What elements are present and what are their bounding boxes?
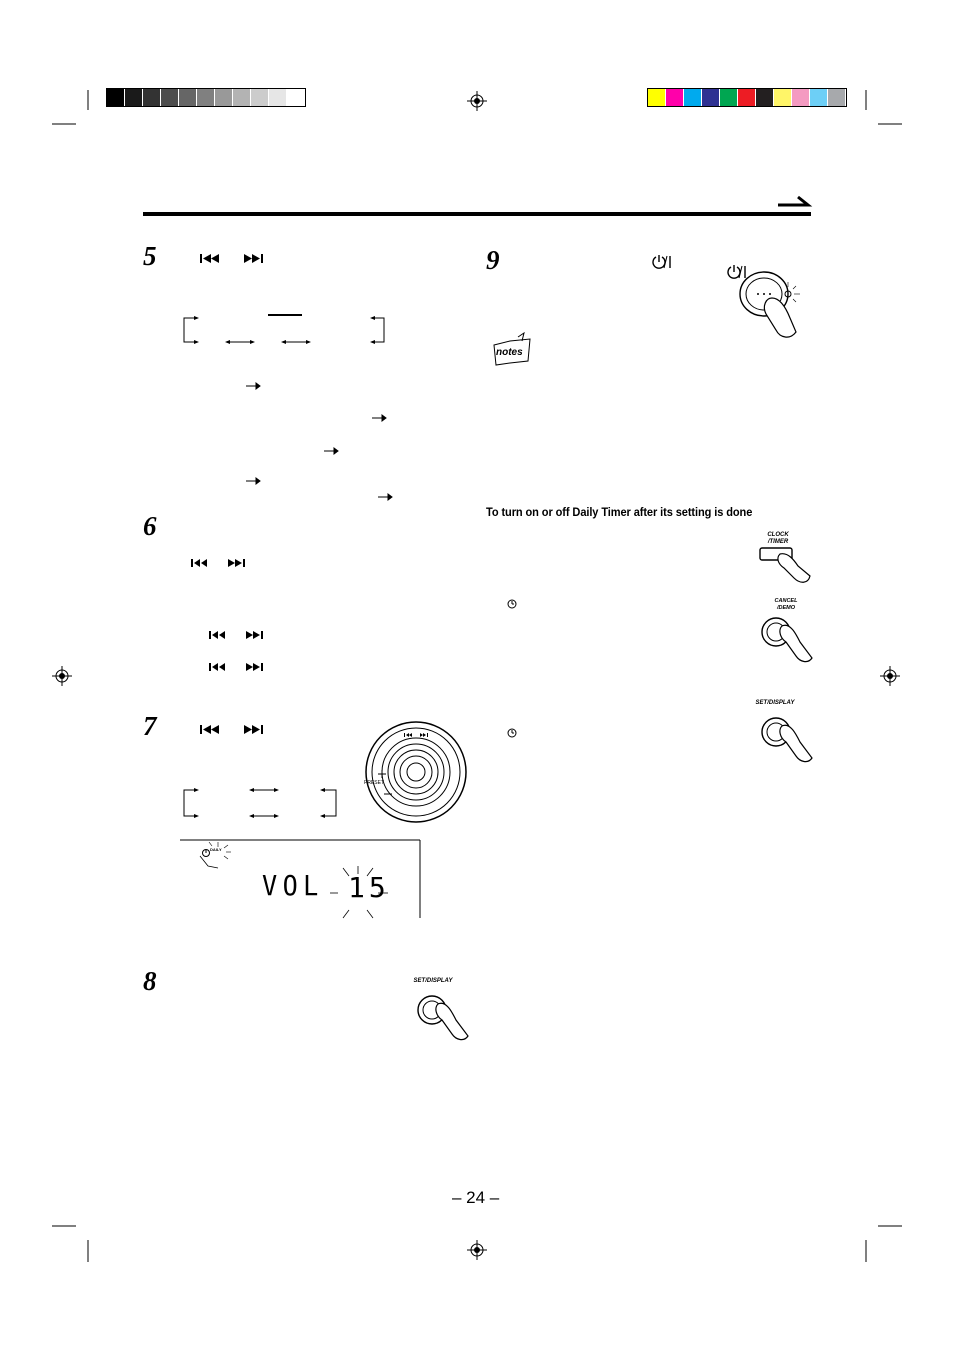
page-number: – 24 – bbox=[452, 1188, 500, 1207]
power-icon bbox=[652, 255, 671, 269]
color-swatch bbox=[828, 89, 846, 106]
color-swatch bbox=[648, 89, 666, 106]
skip-buttons-icon bbox=[200, 254, 263, 263]
skip-buttons-icon bbox=[200, 725, 263, 734]
lcd-display-panel bbox=[180, 839, 421, 919]
set-display-button[interactable] bbox=[756, 710, 816, 770]
continue-arrow-icon bbox=[778, 195, 813, 207]
display-vol-text: VOL bbox=[262, 869, 324, 902]
color-swatch bbox=[684, 89, 702, 106]
color-swatch bbox=[143, 89, 161, 106]
color-swatch bbox=[287, 89, 305, 106]
step-8-number: 8 bbox=[143, 966, 157, 996]
register-mark-bottom bbox=[467, 1240, 487, 1260]
daily-timer-heading: To turn on or off Daily Timer after its … bbox=[486, 505, 753, 519]
timer-icon bbox=[507, 599, 517, 609]
color-swatch bbox=[197, 89, 215, 106]
daily-indicator: DAILY bbox=[210, 847, 222, 852]
gray-scale-bar bbox=[106, 88, 306, 107]
color-swatch bbox=[756, 89, 774, 106]
color-swatch bbox=[666, 89, 684, 106]
color-swatch bbox=[161, 89, 179, 106]
color-swatch bbox=[179, 89, 197, 106]
color-swatch bbox=[269, 89, 287, 106]
timer-icon bbox=[507, 728, 517, 738]
register-mark-left bbox=[52, 666, 72, 686]
register-mark-top bbox=[467, 91, 487, 111]
sequence-diagram-step7 bbox=[183, 788, 337, 818]
color-swatch bbox=[251, 89, 269, 106]
register-mark-right bbox=[880, 666, 900, 686]
small-arrows-step5 bbox=[246, 382, 393, 501]
cancel-demo-button-label: CANCEL /DEMO bbox=[774, 598, 798, 611]
color-swatch bbox=[107, 89, 125, 106]
step-7-number: 7 bbox=[143, 711, 157, 741]
step-9-number: 9 bbox=[486, 245, 500, 275]
notes-label: notes bbox=[496, 347, 523, 358]
skip-buttons-icon bbox=[209, 631, 263, 639]
set-display-button[interactable] bbox=[412, 988, 472, 1048]
skip-buttons-icon bbox=[191, 559, 245, 567]
notes-icon bbox=[493, 331, 531, 366]
sequence-diagram-step5 bbox=[183, 314, 385, 344]
step-6-number: 6 bbox=[143, 511, 157, 541]
color-swatch bbox=[810, 89, 828, 106]
step-5-number: 5 bbox=[143, 241, 157, 271]
color-swatch bbox=[774, 89, 792, 106]
color-swatch bbox=[792, 89, 810, 106]
clock-timer-button-label: CLOCK /TIMER bbox=[767, 532, 789, 545]
set-display-button-label: SET/DISPLAY bbox=[755, 700, 795, 706]
color-swatch bbox=[702, 89, 720, 106]
preset-label: PRESET bbox=[364, 780, 385, 786]
color-swatch bbox=[215, 89, 233, 106]
color-swatch bbox=[125, 89, 143, 106]
power-icon bbox=[727, 265, 746, 279]
color-scale-bar bbox=[647, 88, 847, 107]
color-swatch bbox=[720, 89, 738, 106]
display-vol-value: 15 bbox=[348, 871, 390, 904]
color-swatch bbox=[738, 89, 756, 106]
clock-timer-button[interactable] bbox=[756, 544, 816, 594]
header-rule bbox=[143, 212, 811, 216]
skip-buttons-icon bbox=[209, 663, 263, 671]
multi-jog-dial[interactable] bbox=[360, 721, 470, 832]
standby-on-button[interactable] bbox=[730, 268, 820, 348]
color-swatch bbox=[233, 89, 251, 106]
set-display-button-label: SET/DISPLAY bbox=[413, 978, 453, 984]
cancel-demo-button[interactable] bbox=[756, 612, 816, 672]
